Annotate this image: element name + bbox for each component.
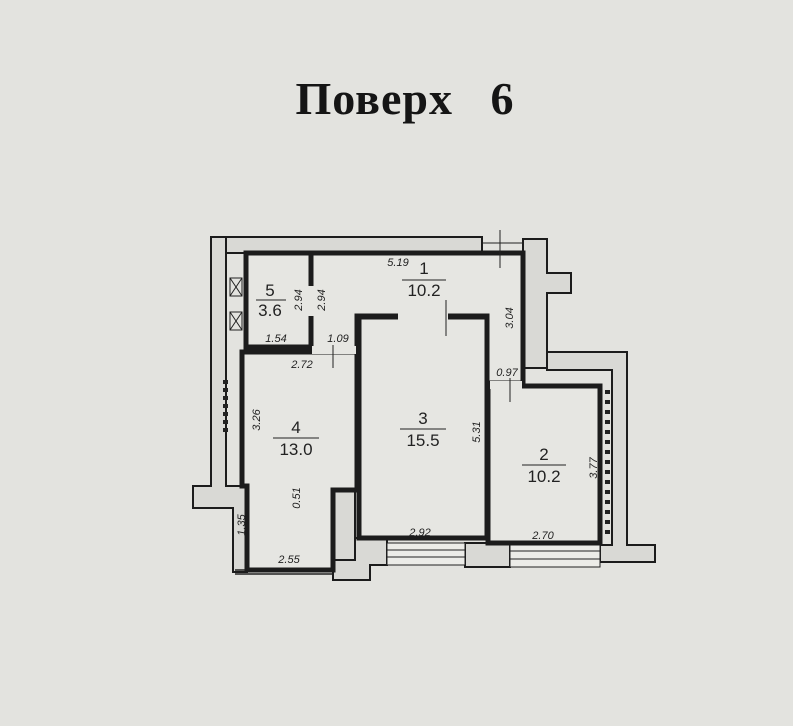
door-room4 bbox=[312, 346, 356, 354]
dim-label: 5.19 bbox=[387, 257, 408, 269]
room-5-number: 5 bbox=[265, 281, 274, 300]
dim-label: 2.92 bbox=[408, 527, 430, 539]
window-room2 bbox=[509, 542, 601, 568]
radiator-left bbox=[223, 380, 228, 432]
dim-label: 1.35 bbox=[236, 513, 248, 535]
dim-label: 5.31 bbox=[471, 421, 483, 442]
dim-label: 1.54 bbox=[265, 333, 286, 345]
dim-label: 2.94 bbox=[316, 289, 328, 311]
room-3-area: 15.5 bbox=[406, 431, 439, 450]
dim-label: 2.55 bbox=[277, 554, 300, 566]
room-5-area: 3.6 bbox=[258, 301, 282, 320]
dim-label: 2.70 bbox=[531, 530, 554, 542]
wall-pier bbox=[464, 542, 511, 568]
room-1-area: 10.2 bbox=[407, 281, 440, 300]
dim-label: 3.26 bbox=[251, 408, 263, 430]
room-3-number: 3 bbox=[418, 409, 427, 428]
dim-label: 1.09 bbox=[327, 333, 348, 345]
room-1-number: 1 bbox=[419, 259, 428, 278]
door-room3 bbox=[398, 312, 448, 320]
door-room5 bbox=[307, 286, 315, 316]
door-room2 bbox=[490, 381, 522, 389]
room-3 bbox=[356, 314, 490, 541]
dim-label: 2.72 bbox=[290, 359, 312, 371]
vent-shaft-icon bbox=[229, 277, 243, 331]
floor-title: Поверх 6 bbox=[295, 73, 515, 124]
room-2-area: 10.2 bbox=[527, 467, 560, 486]
dim-label: 0.97 bbox=[496, 367, 518, 379]
dim-label: 2.94 bbox=[293, 289, 305, 311]
room-2-number: 2 bbox=[539, 445, 548, 464]
dim-label: 3.04 bbox=[504, 307, 516, 328]
room-4-area: 13.0 bbox=[279, 440, 312, 459]
dim-label: 3.77 bbox=[588, 456, 600, 478]
dim-label: 0.51 bbox=[291, 487, 303, 508]
radiator-right bbox=[605, 390, 610, 534]
room-4-number: 4 bbox=[291, 418, 300, 437]
wall-right-upper bbox=[522, 238, 572, 369]
window-room3 bbox=[386, 542, 466, 566]
